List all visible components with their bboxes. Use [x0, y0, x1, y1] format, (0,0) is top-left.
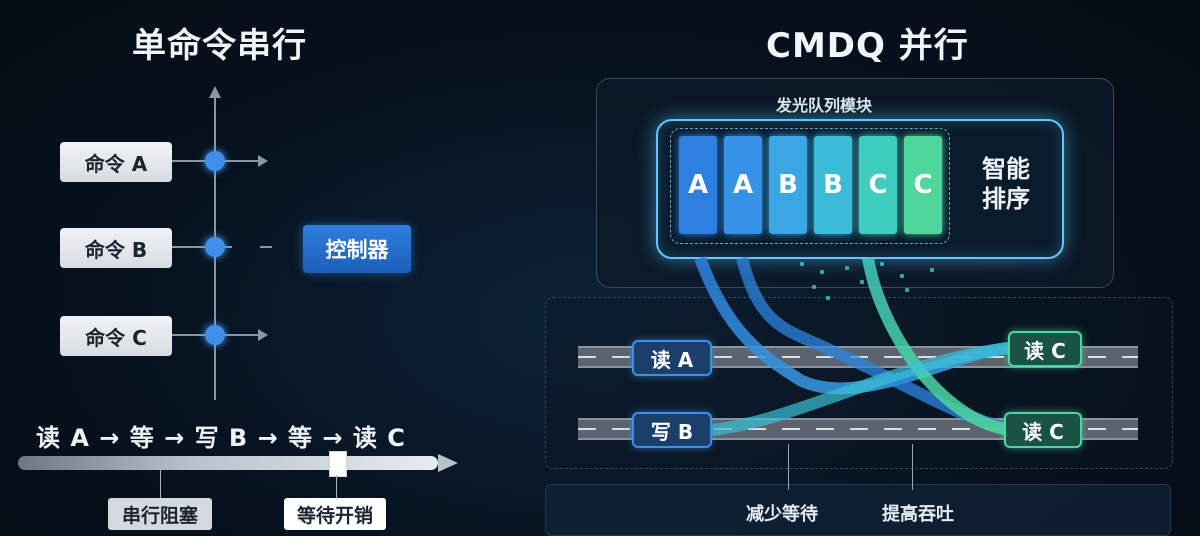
throughput-tick [912, 444, 913, 490]
data-particle [812, 285, 816, 289]
command-b-box: 命令 B [60, 228, 172, 268]
command-c-arrow-icon [258, 329, 268, 341]
reduce-wait-tick [788, 444, 789, 490]
data-particle [900, 274, 904, 278]
queue-slot-5: C [859, 136, 897, 234]
command-a-arrow-icon [258, 155, 268, 167]
bottom-summary-bar [545, 484, 1171, 536]
timeline-marker [329, 451, 347, 477]
controller-box: 控制器 [303, 225, 411, 273]
right-title: CMDQ 并行 [766, 26, 969, 66]
data-particle [820, 270, 824, 274]
data-particle [930, 268, 934, 272]
wait-cost-tick [336, 475, 337, 498]
queue-slot-4: B [814, 136, 852, 234]
queue-slot-3: B [769, 136, 807, 234]
serial-block-tick [160, 458, 161, 498]
write-b-tag: 写 B [632, 412, 712, 448]
data-particle [860, 280, 864, 284]
data-particle [800, 262, 804, 266]
serial-block-label: 串行阻塞 [108, 498, 212, 530]
data-particle [905, 288, 909, 292]
module-title: 发光队列模块 [776, 96, 873, 115]
left-title: 单命令串行 [132, 26, 307, 66]
wait-cost-label: 等待开销 [284, 498, 386, 530]
command-a-box: 命令 A [60, 142, 172, 182]
serial-sequence: 读 A → 等 → 写 B → 等 → 读 C [36, 424, 406, 452]
data-particle [845, 266, 849, 270]
data-particle [826, 296, 830, 300]
axis-up-arrow-icon [209, 86, 221, 98]
queue-slot-1: A [679, 136, 717, 234]
command-c-node [205, 325, 225, 345]
queue-inner-frame [670, 128, 950, 244]
queue-slot-2: A [724, 136, 762, 234]
read-c-top-tag: 读 C [1008, 331, 1082, 367]
read-c-bottom-tag: 读 C [1004, 412, 1082, 448]
smart-sort-label: 智能排序 [982, 155, 1030, 213]
command-c-box: 命令 C [60, 316, 172, 356]
data-particle [880, 262, 884, 266]
command-b-line [172, 246, 232, 248]
command-b-node [205, 237, 225, 257]
read-a-tag: 读 A [632, 340, 712, 376]
command-b-dash [260, 246, 272, 248]
command-a-node [205, 151, 225, 171]
reduce-wait-label: 减少等待 [746, 504, 818, 525]
queue-slot-6: C [904, 136, 942, 234]
flow-cross [711, 342, 1011, 436]
timeline-arrow-icon [438, 454, 458, 472]
throughput-label: 提高吞吐 [882, 504, 954, 525]
